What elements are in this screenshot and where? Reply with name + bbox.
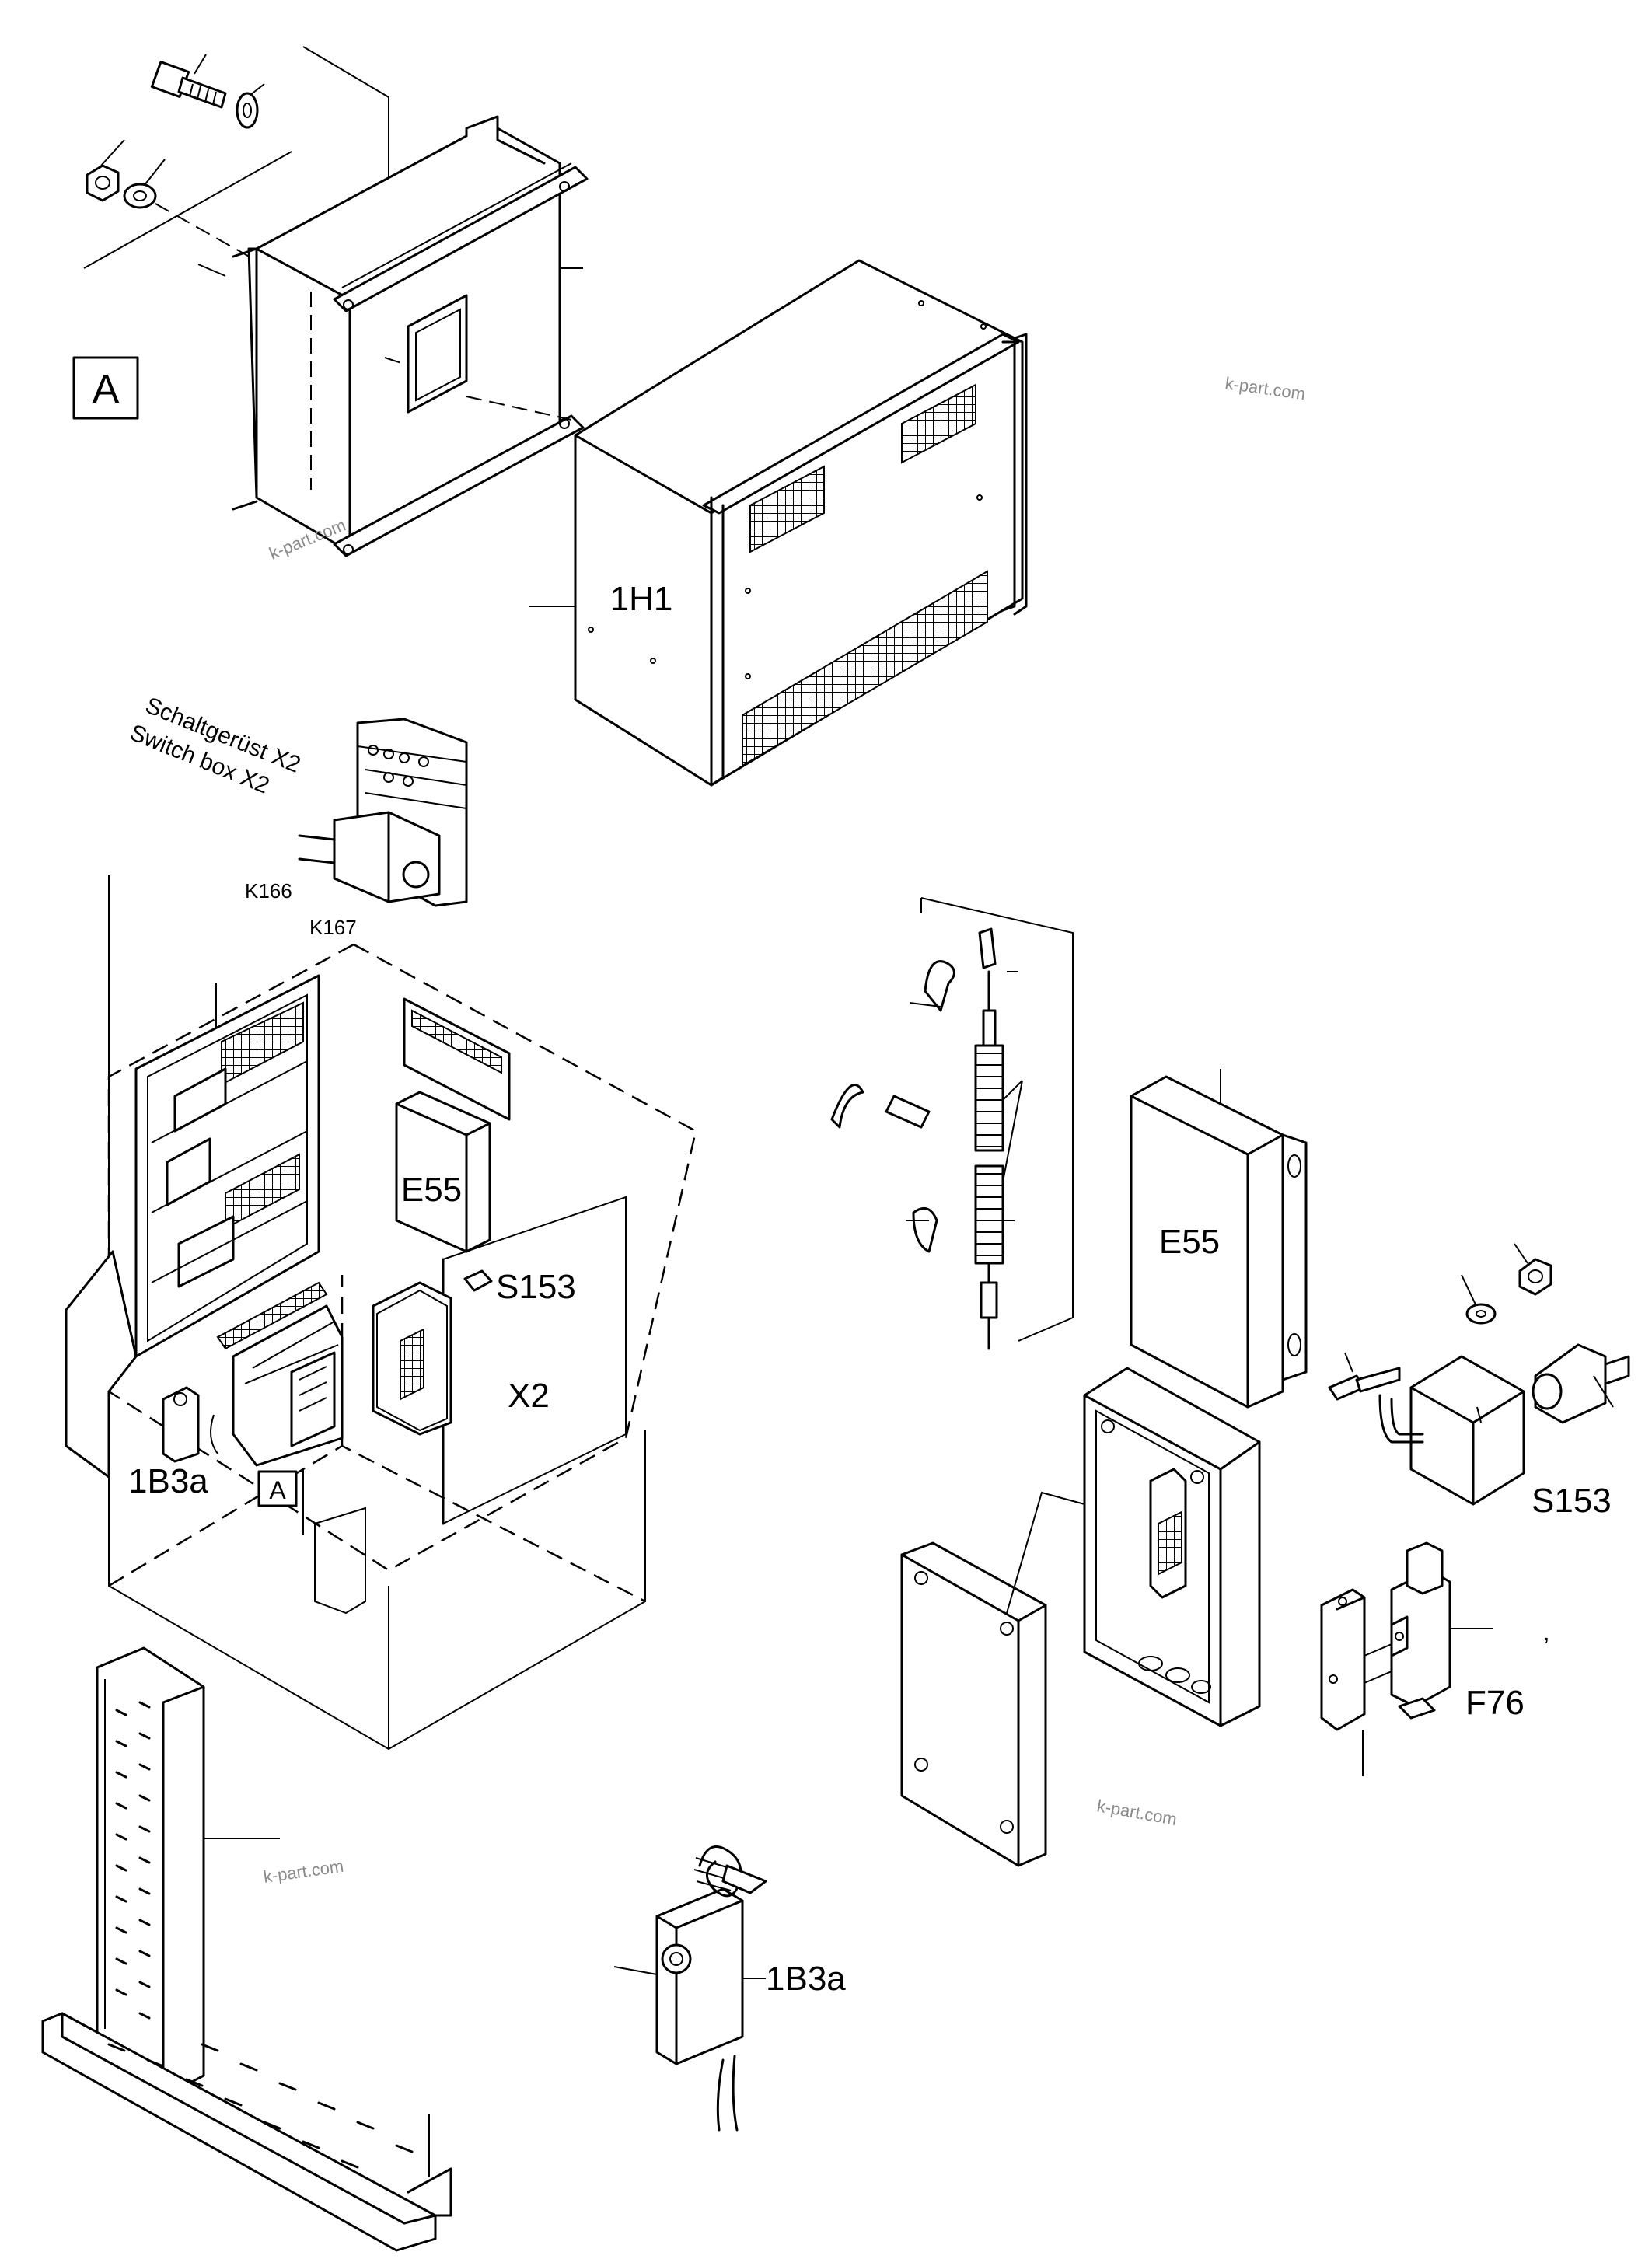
label-s153-cabinet: S153 bbox=[496, 1268, 576, 1306]
label-f76: F76 bbox=[1465, 1684, 1525, 1722]
label-k166: K166 bbox=[245, 879, 292, 903]
s153-switch-detail: S153 bbox=[1328, 1243, 1630, 1520]
switch-box-x2-subassembly: Schaltgerüst X2 Switch box X2 K166 K167 bbox=[126, 693, 468, 939]
washer-icon bbox=[123, 159, 166, 209]
label-1b3a-cabinet: 1B3a bbox=[128, 1462, 208, 1500]
junction-box-detail bbox=[900, 1367, 1261, 1867]
label-1b3a-detail: 1B3a bbox=[766, 1960, 846, 1998]
label-e55-cabinet: E55 bbox=[401, 1171, 462, 1209]
stray-mark: , bbox=[1543, 1620, 1549, 1646]
thermostat-1b3a-detail: 1B3a bbox=[613, 1845, 846, 2132]
view-a-label: A bbox=[72, 356, 139, 420]
heater-1h1: 1H1 bbox=[529, 259, 1028, 787]
heater-cartridge-assembly bbox=[830, 897, 1074, 1350]
label-s153-detail: S153 bbox=[1532, 1482, 1612, 1520]
washer-icon bbox=[236, 83, 265, 129]
watermark-4: k-part.com bbox=[1095, 1796, 1179, 1829]
label-x2-cabinet: X2 bbox=[508, 1377, 550, 1415]
label-1h1: 1H1 bbox=[610, 580, 673, 618]
label-k167: K167 bbox=[309, 916, 357, 939]
fuse-holder-f76: F76 , bbox=[1320, 1541, 1549, 1776]
view-a-small-text: A bbox=[269, 1476, 286, 1504]
view-a-text: A bbox=[93, 367, 120, 412]
watermark-3: k-part.com bbox=[262, 1856, 344, 1887]
watermark-1: k-part.com bbox=[1224, 373, 1306, 403]
mounting-bracket-assembly bbox=[83, 46, 589, 557]
label-e55-detail: E55 bbox=[1159, 1223, 1220, 1261]
e55-enclosure-detail: E55 bbox=[1130, 1069, 1308, 1409]
cable-tray bbox=[41, 1646, 452, 2252]
nut-icon bbox=[86, 139, 125, 202]
control-cabinet: E55 X2 S153 1B3a A bbox=[65, 875, 697, 1751]
bolt-icon bbox=[150, 54, 227, 109]
